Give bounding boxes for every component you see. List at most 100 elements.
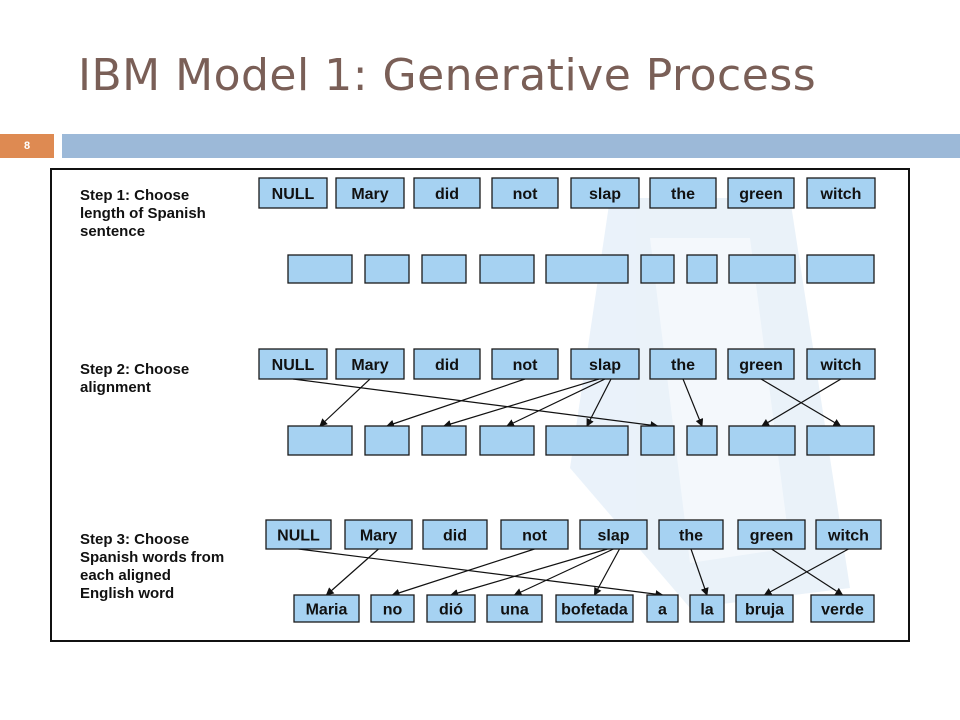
step3-english-word: did [422, 519, 488, 550]
step2-english-word-text: witch [820, 357, 862, 374]
step1-english-word-text: did [435, 186, 459, 203]
step1-spanish-slot-rect [806, 254, 875, 284]
step3-alignment-arrow [771, 548, 844, 596]
step-3-line: each aligned [80, 567, 171, 584]
step1-english-word: NULL [258, 177, 328, 209]
step1-english-word-text: the [671, 186, 695, 203]
step3-spanish-word: bruja [735, 594, 794, 623]
step3-spanish-word-text: la [700, 602, 713, 619]
step1-english-word-rect [727, 177, 795, 209]
step1-spanish-slot-rect [364, 254, 410, 284]
step2-alignment-arrow [506, 378, 606, 427]
step3-spanish-word-rect [486, 594, 543, 623]
step2-english-word-rect [649, 348, 717, 380]
step1-spanish-slot [545, 254, 629, 284]
step1-english-word: slap [570, 177, 640, 209]
step2-english-word-rect [335, 348, 405, 380]
step1-english-word-text: witch [820, 186, 862, 203]
step2-spanish-slot-rect [806, 425, 875, 456]
step2-alignment-arrow [682, 378, 704, 427]
step1-spanish-slot-rect [640, 254, 675, 284]
step3-english-word-text: green [750, 528, 794, 545]
step1-spanish-slot [728, 254, 796, 284]
step2-english-word-text: Mary [351, 357, 388, 374]
step2-spanish-slot [479, 425, 535, 456]
step3-english-word: not [500, 519, 569, 550]
step-1-line: sentence [80, 223, 145, 240]
step3-spanish-word-rect [370, 594, 415, 623]
step1-english-word: the [649, 177, 717, 209]
step2-english-word: not [491, 348, 559, 380]
step3-spanish-word-rect [293, 594, 360, 623]
slide-number: 8 [0, 134, 54, 158]
step3-english-word-text: witch [827, 528, 869, 545]
step3-spanish-word-rect [810, 594, 875, 623]
step1-english-word: witch [806, 177, 876, 209]
step2-alignment-arrow [386, 378, 526, 428]
step1-english-word-text: NULL [272, 186, 315, 203]
step-3-line: Step 3: Choose [80, 531, 189, 548]
step2-english-word-rect [806, 348, 876, 380]
step-1-line: Step 1: Choose [80, 187, 189, 204]
step1-spanish-slot [806, 254, 875, 284]
step3-spanish-word: la [689, 594, 725, 623]
step1-english-word-text: Mary [351, 186, 388, 203]
step2-alignment-arrow [586, 378, 612, 427]
step3-english-word-text: slap [597, 528, 629, 545]
step1-english-word-rect [570, 177, 640, 209]
step2-english-word-rect [491, 348, 559, 380]
step2-spanish-slot-rect [421, 425, 467, 456]
step3-alignment-arrow [298, 548, 664, 599]
step3-english-word-rect [815, 519, 882, 550]
step2-spanish-slot-rect [479, 425, 535, 456]
step3-alignment-arrow [690, 548, 709, 596]
step1-spanish-slot [686, 254, 718, 284]
step3-alignment-arrow [450, 548, 608, 597]
step3-english-word-rect [265, 519, 332, 550]
step2-spanish-slot-rect [640, 425, 675, 456]
watermark-shape [570, 198, 850, 608]
step2-english-word-text: not [513, 357, 539, 374]
step1-spanish-slot [421, 254, 467, 284]
step2-english-word-text: the [671, 357, 695, 374]
step3-spanish-word-text: no [383, 602, 403, 619]
step1-spanish-slot [640, 254, 675, 284]
step2-spanish-slot [640, 425, 675, 456]
step3-english-word-rect [658, 519, 724, 550]
step1-spanish-slot-rect [686, 254, 718, 284]
step3-spanish-word-text: a [658, 602, 667, 619]
step1-english-word-rect [806, 177, 876, 209]
step1-spanish-slot-rect [545, 254, 629, 284]
step2-spanish-slot [545, 425, 629, 456]
step3-english-word: witch [815, 519, 882, 550]
step3-english-word-text: Mary [360, 528, 397, 545]
step3-spanish-word: bofetada [555, 594, 634, 623]
step3-spanish-word-rect [555, 594, 634, 623]
step2-spanish-slot [287, 425, 353, 456]
step3-spanish-word-rect [426, 594, 476, 623]
step2-english-word-rect [570, 348, 640, 380]
step3-english-word: green [737, 519, 806, 550]
step2-english-word-text: green [739, 357, 783, 374]
step3-spanish-word: dió [426, 594, 476, 623]
step2-english-word: green [727, 348, 795, 380]
step3-spanish-word-text: bofetada [561, 602, 628, 619]
step3-spanish-word: no [370, 594, 415, 623]
step3-english-word-text: did [443, 528, 467, 545]
step1-english-word: green [727, 177, 795, 209]
step3-spanish-word: una [486, 594, 543, 623]
step2-spanish-slot [421, 425, 467, 456]
step2-spanish-slot [728, 425, 796, 456]
step3-spanish-word-text: Maria [306, 602, 348, 619]
step2-english-word-text: did [435, 357, 459, 374]
step3-spanish-word: Maria [293, 594, 360, 623]
step2-spanish-slot [364, 425, 410, 456]
step2-spanish-slot-rect [364, 425, 410, 456]
step3-english-word-rect [579, 519, 648, 550]
step2-alignment-arrow [292, 378, 659, 430]
step2-spanish-slot [686, 425, 718, 456]
step1-english-word-text: slap [589, 186, 621, 203]
